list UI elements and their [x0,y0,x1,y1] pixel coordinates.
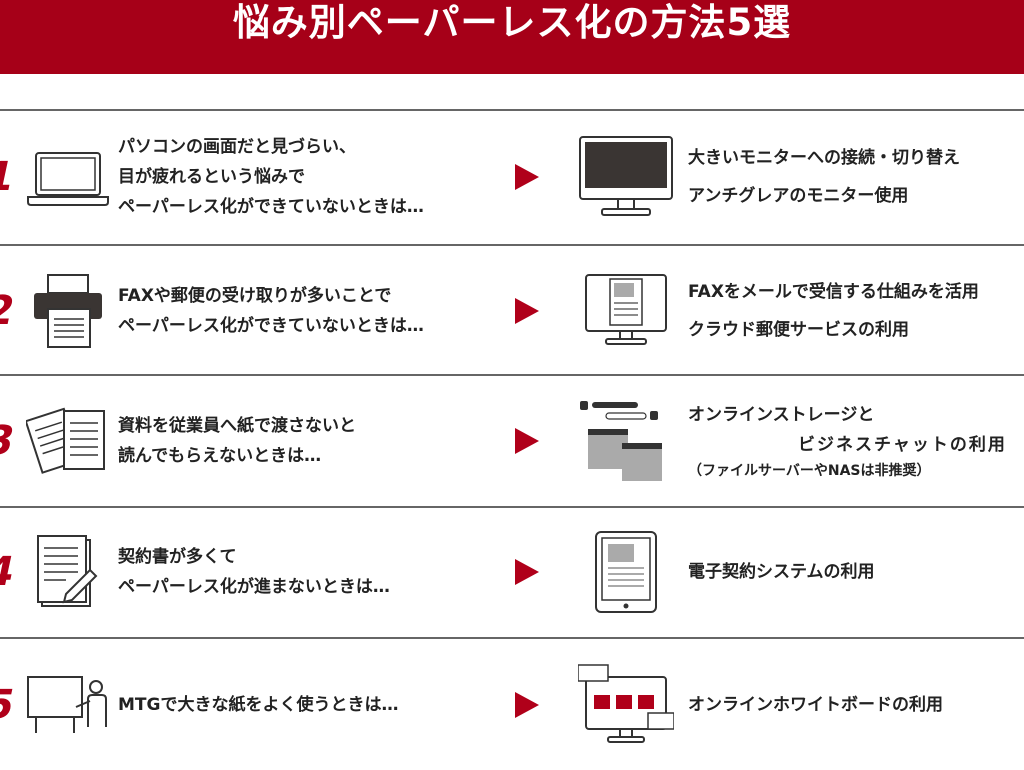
row-number: 2 [0,288,19,334]
contract-pen-icon [37,535,98,607]
row-1: 1 パソコンの画面だと見づらい、目が疲れるという悩みでペーパーレス化ができていな… [0,112,1024,242]
online-whiteboard-icon [578,664,674,743]
solution-text: FAXをメールで受信する仕組みを活用クラウド郵便サービスの利用 [688,282,979,340]
row-number: 3 [0,418,19,464]
row-4: 4 契約書が多くてペーパーレス化が進まないときは… 電子契約システムの利用 [0,507,1024,637]
row-2: 2 FAXや郵便の受け取りが多いことでペーパーレス化ができていないときは… FA… [0,246,1024,376]
divider [0,637,1024,639]
problem-text: 資料を従業員へ紙で渡さないと読んでもらえないときは… [118,416,356,466]
folders-chat-icon [580,401,662,481]
whiteboard-presenter-icon [27,676,107,733]
problem-text: MTGで大きな紙をよく使うときは… [118,695,399,715]
row-5: 5 MTGで大きな紙をよく使うときは… オンラインホワイトボードの利用 [0,640,1024,770]
row-number: 1 [0,154,19,200]
solution-text: 大きいモニターへの接続・切り替えアンチグレアのモニター使用 [688,148,960,206]
fax-printer-icon [34,274,102,348]
arrow-right-icon [515,428,539,454]
row-number: 4 [0,549,19,595]
solution-text: 電子契約システムの利用 [688,562,875,582]
row-number: 5 [0,682,19,728]
header-banner: 悩み別ペーパーレス化の方法5選 [0,0,1024,74]
arrow-right-icon [515,298,539,324]
problem-text: パソコンの画面だと見づらい、目が疲れるという悩みでペーパーレス化ができていないと… [118,137,424,217]
problem-text: FAXや郵便の受け取りが多いことでペーパーレス化ができていないときは… [118,286,424,336]
solution-note: （ファイルサーバーやNASは非推奨） [688,463,931,479]
solution-text: オンラインストレージと ビジネスチャットの利用 （ファイルサーバーやNASは非推… [688,400,1007,482]
papers-icon [26,407,105,474]
laptop-icon [27,152,109,206]
tablet-icon [595,531,657,613]
monitor-icon [579,136,673,216]
solution-text: オンラインホワイトボードの利用 [688,695,943,715]
arrow-right-icon [515,559,539,585]
monitor-document-icon [585,274,667,345]
arrow-right-icon [515,692,539,718]
divider [0,244,1024,246]
divider [0,374,1024,376]
divider [0,506,1024,508]
problem-text: 契約書が多くてペーパーレス化が進まないときは… [118,547,390,597]
arrow-right-icon [515,164,539,190]
row-3: 3 資料を従業員へ紙で渡さないと読んでもらえないときは… オンラインストレージと… [0,376,1024,506]
page-title: 悩み別ペーパーレス化の方法5選 [232,1,792,44]
divider [0,109,1024,111]
